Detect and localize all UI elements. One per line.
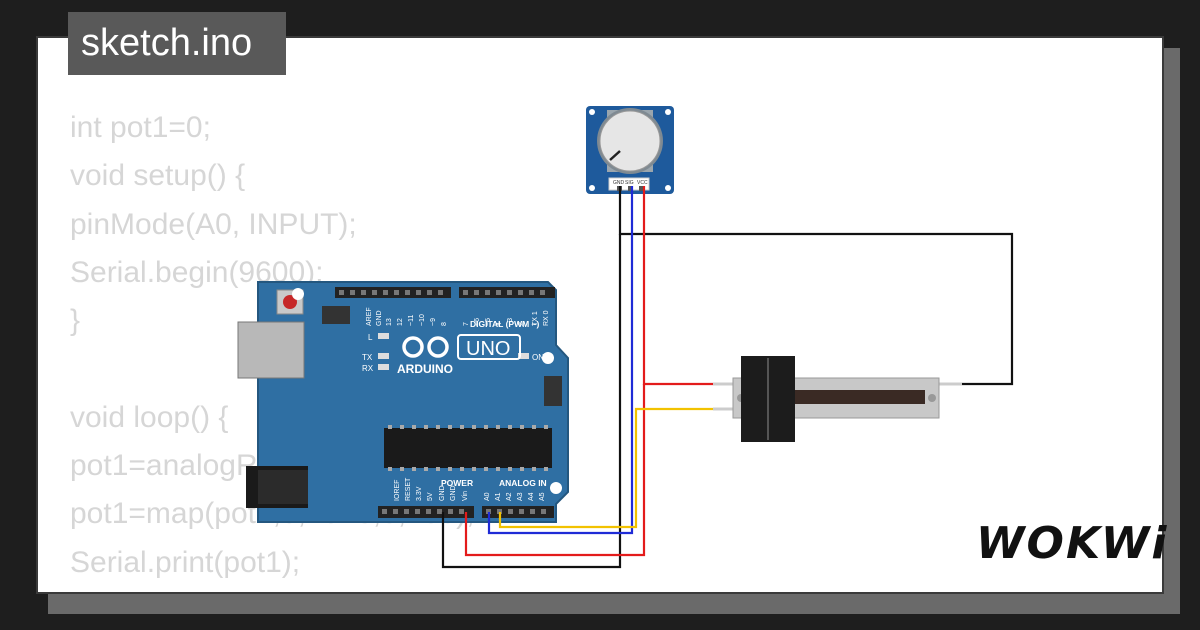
pin-label: 5V bbox=[427, 492, 434, 501]
led-label-tx: TX bbox=[362, 353, 373, 362]
pin-label: 12 bbox=[397, 318, 404, 326]
analog-label: ANALOG IN bbox=[499, 478, 547, 488]
uno-label: UNO bbox=[466, 338, 510, 360]
wire-gnd-arduino bbox=[441, 234, 622, 569]
pin-label: 13 bbox=[386, 318, 393, 326]
pin-label: ~10 bbox=[419, 314, 426, 326]
pin-label: A4 bbox=[528, 492, 535, 501]
rotary-potentiometer[interactable]: GND SIG VCC bbox=[586, 106, 674, 194]
arduino-uno-board[interactable]: AREF GND 13 12 ~11 ~10 ~9 8 7 ~6 ~5 4 ~3… bbox=[237, 281, 569, 523]
wokwi-logo: WOKWi bbox=[976, 518, 1169, 569]
pin-label: A1 bbox=[495, 492, 502, 501]
pin-label: A2 bbox=[506, 492, 513, 501]
pin-label: RESET bbox=[405, 477, 412, 501]
code-line: int pot1=0; bbox=[70, 111, 211, 144]
digital-label: DIGITAL (PWM ~) bbox=[470, 319, 540, 329]
pin-label: A5 bbox=[539, 492, 546, 501]
code-line: pinMode(A0, INPUT); bbox=[70, 207, 357, 241]
pin-label: RX 0 bbox=[543, 310, 550, 326]
mount-hole bbox=[292, 288, 304, 300]
wire-vcc-slider bbox=[642, 186, 713, 386]
mount-hole bbox=[550, 482, 562, 494]
led-label-l: L bbox=[368, 333, 373, 342]
pin-label: ~6 bbox=[474, 318, 481, 326]
pot-knob[interactable] bbox=[599, 110, 661, 172]
pin-label: Vin bbox=[462, 491, 469, 501]
pin-label: 2 bbox=[518, 322, 525, 326]
on-label: ON bbox=[532, 353, 544, 362]
pot-pin-gnd: GND bbox=[613, 180, 625, 186]
wire-vcc-arduino bbox=[464, 384, 646, 557]
pot-pin-vcc: VCC bbox=[637, 180, 648, 186]
pin-label: TX 1 bbox=[532, 311, 539, 326]
wire-sig-a0 bbox=[487, 186, 634, 535]
pin-label: A0 bbox=[484, 492, 491, 501]
code-line: Serial.print(pot1); bbox=[70, 545, 301, 579]
wire-gnd bbox=[618, 186, 1014, 386]
pin-label: 7 bbox=[463, 322, 470, 326]
pin-label: 3.3V bbox=[416, 486, 423, 501]
wire-sig-a1 bbox=[498, 407, 713, 529]
wires bbox=[441, 186, 1014, 569]
usb-connector bbox=[237, 321, 305, 379]
power-label: POWER bbox=[441, 478, 473, 488]
pin-label: A3 bbox=[517, 492, 524, 501]
pin-label: GND bbox=[450, 485, 457, 501]
icsp-header bbox=[322, 306, 562, 406]
code-line: } bbox=[70, 304, 81, 338]
slide-potentiometer[interactable] bbox=[713, 356, 962, 442]
file-title: sketch.ino bbox=[68, 12, 286, 75]
pot-pin-sig: SIG bbox=[625, 180, 634, 186]
mount-hole bbox=[542, 352, 554, 364]
pin-label: GND bbox=[376, 310, 383, 326]
pin-label: GND bbox=[439, 485, 446, 501]
pin-label: ~9 bbox=[430, 318, 437, 326]
led-label-rx: RX bbox=[362, 364, 374, 373]
code-line: void loop() { bbox=[70, 400, 229, 434]
pin-label: IOREF bbox=[394, 480, 401, 501]
arduino-label: ARDUINO bbox=[397, 362, 453, 376]
pin-label: 8 bbox=[441, 322, 448, 326]
pin-label: ~11 bbox=[408, 315, 415, 326]
atmega-chip bbox=[384, 425, 552, 471]
status-leds bbox=[378, 333, 529, 370]
pin-label: ~5 bbox=[485, 318, 492, 326]
pin-label: AREF bbox=[366, 307, 373, 326]
arduino-logo-icon bbox=[402, 336, 449, 358]
code-line: void setup() { bbox=[70, 159, 246, 193]
pin-label: 4 bbox=[496, 322, 503, 326]
pin-label: ~3 bbox=[507, 318, 514, 326]
